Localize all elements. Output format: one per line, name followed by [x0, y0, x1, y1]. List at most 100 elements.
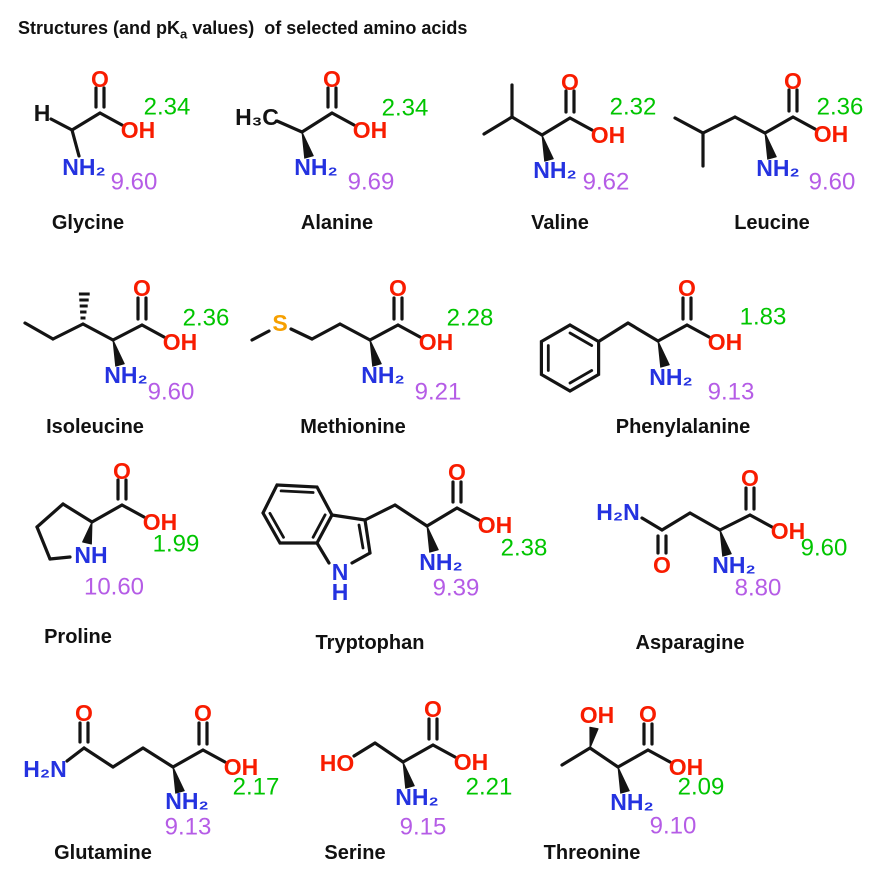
threonine-carbonyl-o-label: O	[639, 701, 657, 727]
alanine-bonds	[275, 86, 356, 159]
proline-carbonyl-o-label: O	[113, 458, 131, 484]
tryptophan-oh-label: OH	[478, 512, 513, 538]
tryptophan-structure: N H O OH NH₂ 2.38 9.39 Tryptophan	[240, 455, 550, 660]
threonine-side-oh-label: OH	[580, 702, 615, 728]
glycine-pka-amine: 9.60	[111, 169, 158, 196]
valine-nh2-label: NH₂	[533, 157, 576, 183]
glycine-h-label: H	[34, 100, 51, 126]
glutamine-structure-svg: O H₂N O OH NH₂ 2.17 9.13 Glutamine	[23, 700, 280, 864]
title-post: values) of selected amino acids	[187, 18, 468, 38]
serine-carbonyl-o-label: O	[424, 696, 442, 722]
proline-structure: O OH NH 1.99 10.60 Proline	[10, 455, 230, 660]
valine-name: Valine	[531, 212, 589, 234]
leucine-bonds	[673, 88, 817, 168]
serine-pka-carboxyl: 2.21	[466, 774, 513, 801]
threonine-nh2-label: NH₂	[610, 789, 653, 815]
methionine-structure-svg: S O OH NH₂ 2.28 9.21 Methionine	[250, 275, 493, 438]
isoleucine-name: Isoleucine	[46, 416, 144, 438]
serine-oh-label: OH	[454, 749, 489, 775]
isoleucine-pka-amine: 9.60	[148, 379, 195, 406]
methionine-name: Methionine	[300, 416, 406, 438]
isoleucine-bonds	[23, 292, 166, 367]
phenylalanine-structure-svg: O OH NH₂ 1.83 9.13 Phenylalanine	[539, 275, 787, 438]
serine-name: Serine	[324, 842, 385, 864]
alanine-structure-svg: H₃C O OH NH₂ 2.34 9.69 Alanine	[235, 66, 429, 234]
glycine-structure: H O OH NH₂ 2.34 9.60 Glycine	[10, 60, 230, 250]
alanine-oh-label: OH	[353, 117, 388, 143]
glutamine-name: Glutamine	[54, 842, 152, 864]
tryptophan-bonds	[261, 480, 481, 565]
glutamine-carbonyl-o-label: O	[194, 700, 212, 726]
page-title: Structures (and pKa values) of selected …	[18, 18, 467, 42]
tryptophan-indole-n-label: N	[332, 559, 349, 585]
asparagine-name: Asparagine	[636, 632, 745, 654]
tryptophan-structure-svg: N H O OH NH₂ 2.38 9.39 Tryptophan	[261, 459, 548, 654]
glycine-bonds	[49, 86, 124, 158]
threonine-name: Threonine	[544, 842, 641, 864]
tryptophan-name: Tryptophan	[316, 632, 425, 654]
threonine-pka-carboxyl: 2.09	[678, 774, 725, 801]
phenylalanine-carbonyl-o-label: O	[678, 275, 696, 301]
leucine-pka-carboxyl: 2.36	[817, 94, 864, 121]
methionine-carbonyl-o-label: O	[389, 275, 407, 301]
phenylalanine-structure: O OH NH₂ 1.83 9.13 Phenylalanine	[520, 255, 800, 450]
proline-pka-amine: 10.60	[84, 574, 144, 601]
asparagine-nh2-label: NH₂	[712, 552, 755, 578]
phenylalanine-pka-amine: 9.13	[708, 379, 755, 406]
leucine-nh2-label: NH₂	[756, 155, 799, 181]
threonine-structure: OH O OH NH₂ 2.09 9.10 Threonine	[530, 680, 780, 884]
asparagine-oh-label: OH	[771, 518, 806, 544]
isoleucine-structure-svg: O OH NH₂ 2.36 9.60 Isoleucine	[23, 275, 230, 438]
glycine-pka-carboxyl: 2.34	[144, 94, 191, 121]
asparagine-bonds	[640, 486, 774, 557]
alanine-carbonyl-o-label: O	[323, 66, 341, 92]
tryptophan-indole-h-label: H	[332, 579, 349, 605]
phenylalanine-oh-label: OH	[708, 329, 743, 355]
isoleucine-pka-carboxyl: 2.36	[183, 305, 230, 332]
proline-bonds	[35, 478, 146, 561]
glutamine-oh-label: OH	[224, 754, 259, 780]
phenylalanine-pka-carboxyl: 1.83	[740, 304, 787, 331]
asparagine-carbonyl-o-label: O	[741, 465, 759, 491]
alanine-name: Alanine	[301, 212, 373, 234]
proline-oh-label: OH	[143, 509, 178, 535]
leucine-oh-label: OH	[814, 121, 849, 147]
valine-oh-label: OH	[591, 122, 626, 148]
asparagine-h2n-label: H₂N	[596, 499, 639, 525]
asparagine-structure-svg: H₂N O O OH NH₂ 9.60 8.80 Asparagine	[596, 465, 848, 654]
title-subscript: a	[180, 26, 188, 42]
serine-structure: HO O OH NH₂ 2.21 9.15 Serine	[290, 680, 540, 884]
glutamine-nh2-label: NH₂	[165, 788, 208, 814]
proline-nh-label: NH	[74, 542, 107, 568]
valine-pka-amine: 9.62	[583, 169, 630, 196]
isoleucine-nh2-label: NH₂	[104, 362, 147, 388]
isoleucine-oh-label: OH	[163, 329, 198, 355]
isoleucine-carbonyl-o-label: O	[133, 275, 151, 301]
glutamine-amide-o-label: O	[75, 700, 93, 726]
tryptophan-pka-carboxyl: 2.38	[501, 535, 548, 562]
glycine-name: Glycine	[52, 212, 124, 234]
tryptophan-pka-amine: 9.39	[433, 575, 480, 602]
asparagine-pka-purple: 8.80	[735, 575, 782, 602]
alanine-nh2-label: NH₂	[294, 154, 337, 180]
serine-nh2-label: NH₂	[395, 784, 438, 810]
serine-ho-label: HO	[320, 750, 355, 776]
valine-pka-carboxyl: 2.32	[610, 94, 657, 121]
methionine-pka-amine: 9.21	[415, 379, 462, 406]
proline-structure-svg: O OH NH 1.99 10.60 Proline	[35, 458, 199, 648]
methionine-oh-label: OH	[419, 329, 454, 355]
tryptophan-nh2-label: NH₂	[419, 549, 462, 575]
asparagine-amide-o-label: O	[653, 552, 671, 578]
phenylalanine-bonds	[539, 296, 711, 393]
glycine-nh2-label: NH₂	[62, 154, 105, 180]
alanine-pka-amine: 9.69	[348, 169, 395, 196]
glutamine-pka-carboxyl: 2.17	[233, 774, 280, 801]
alanine-h3c-label: H₃C	[235, 104, 279, 130]
phenylalanine-name: Phenylalanine	[616, 416, 751, 438]
asparagine-pka-green: 9.60	[801, 535, 848, 562]
glutamine-pka-amine: 9.13	[165, 814, 212, 841]
valine-bonds	[482, 83, 594, 162]
alanine-pka-carboxyl: 2.34	[382, 95, 429, 122]
proline-name: Proline	[44, 626, 112, 648]
phenylalanine-nh2-label: NH₂	[649, 364, 692, 390]
